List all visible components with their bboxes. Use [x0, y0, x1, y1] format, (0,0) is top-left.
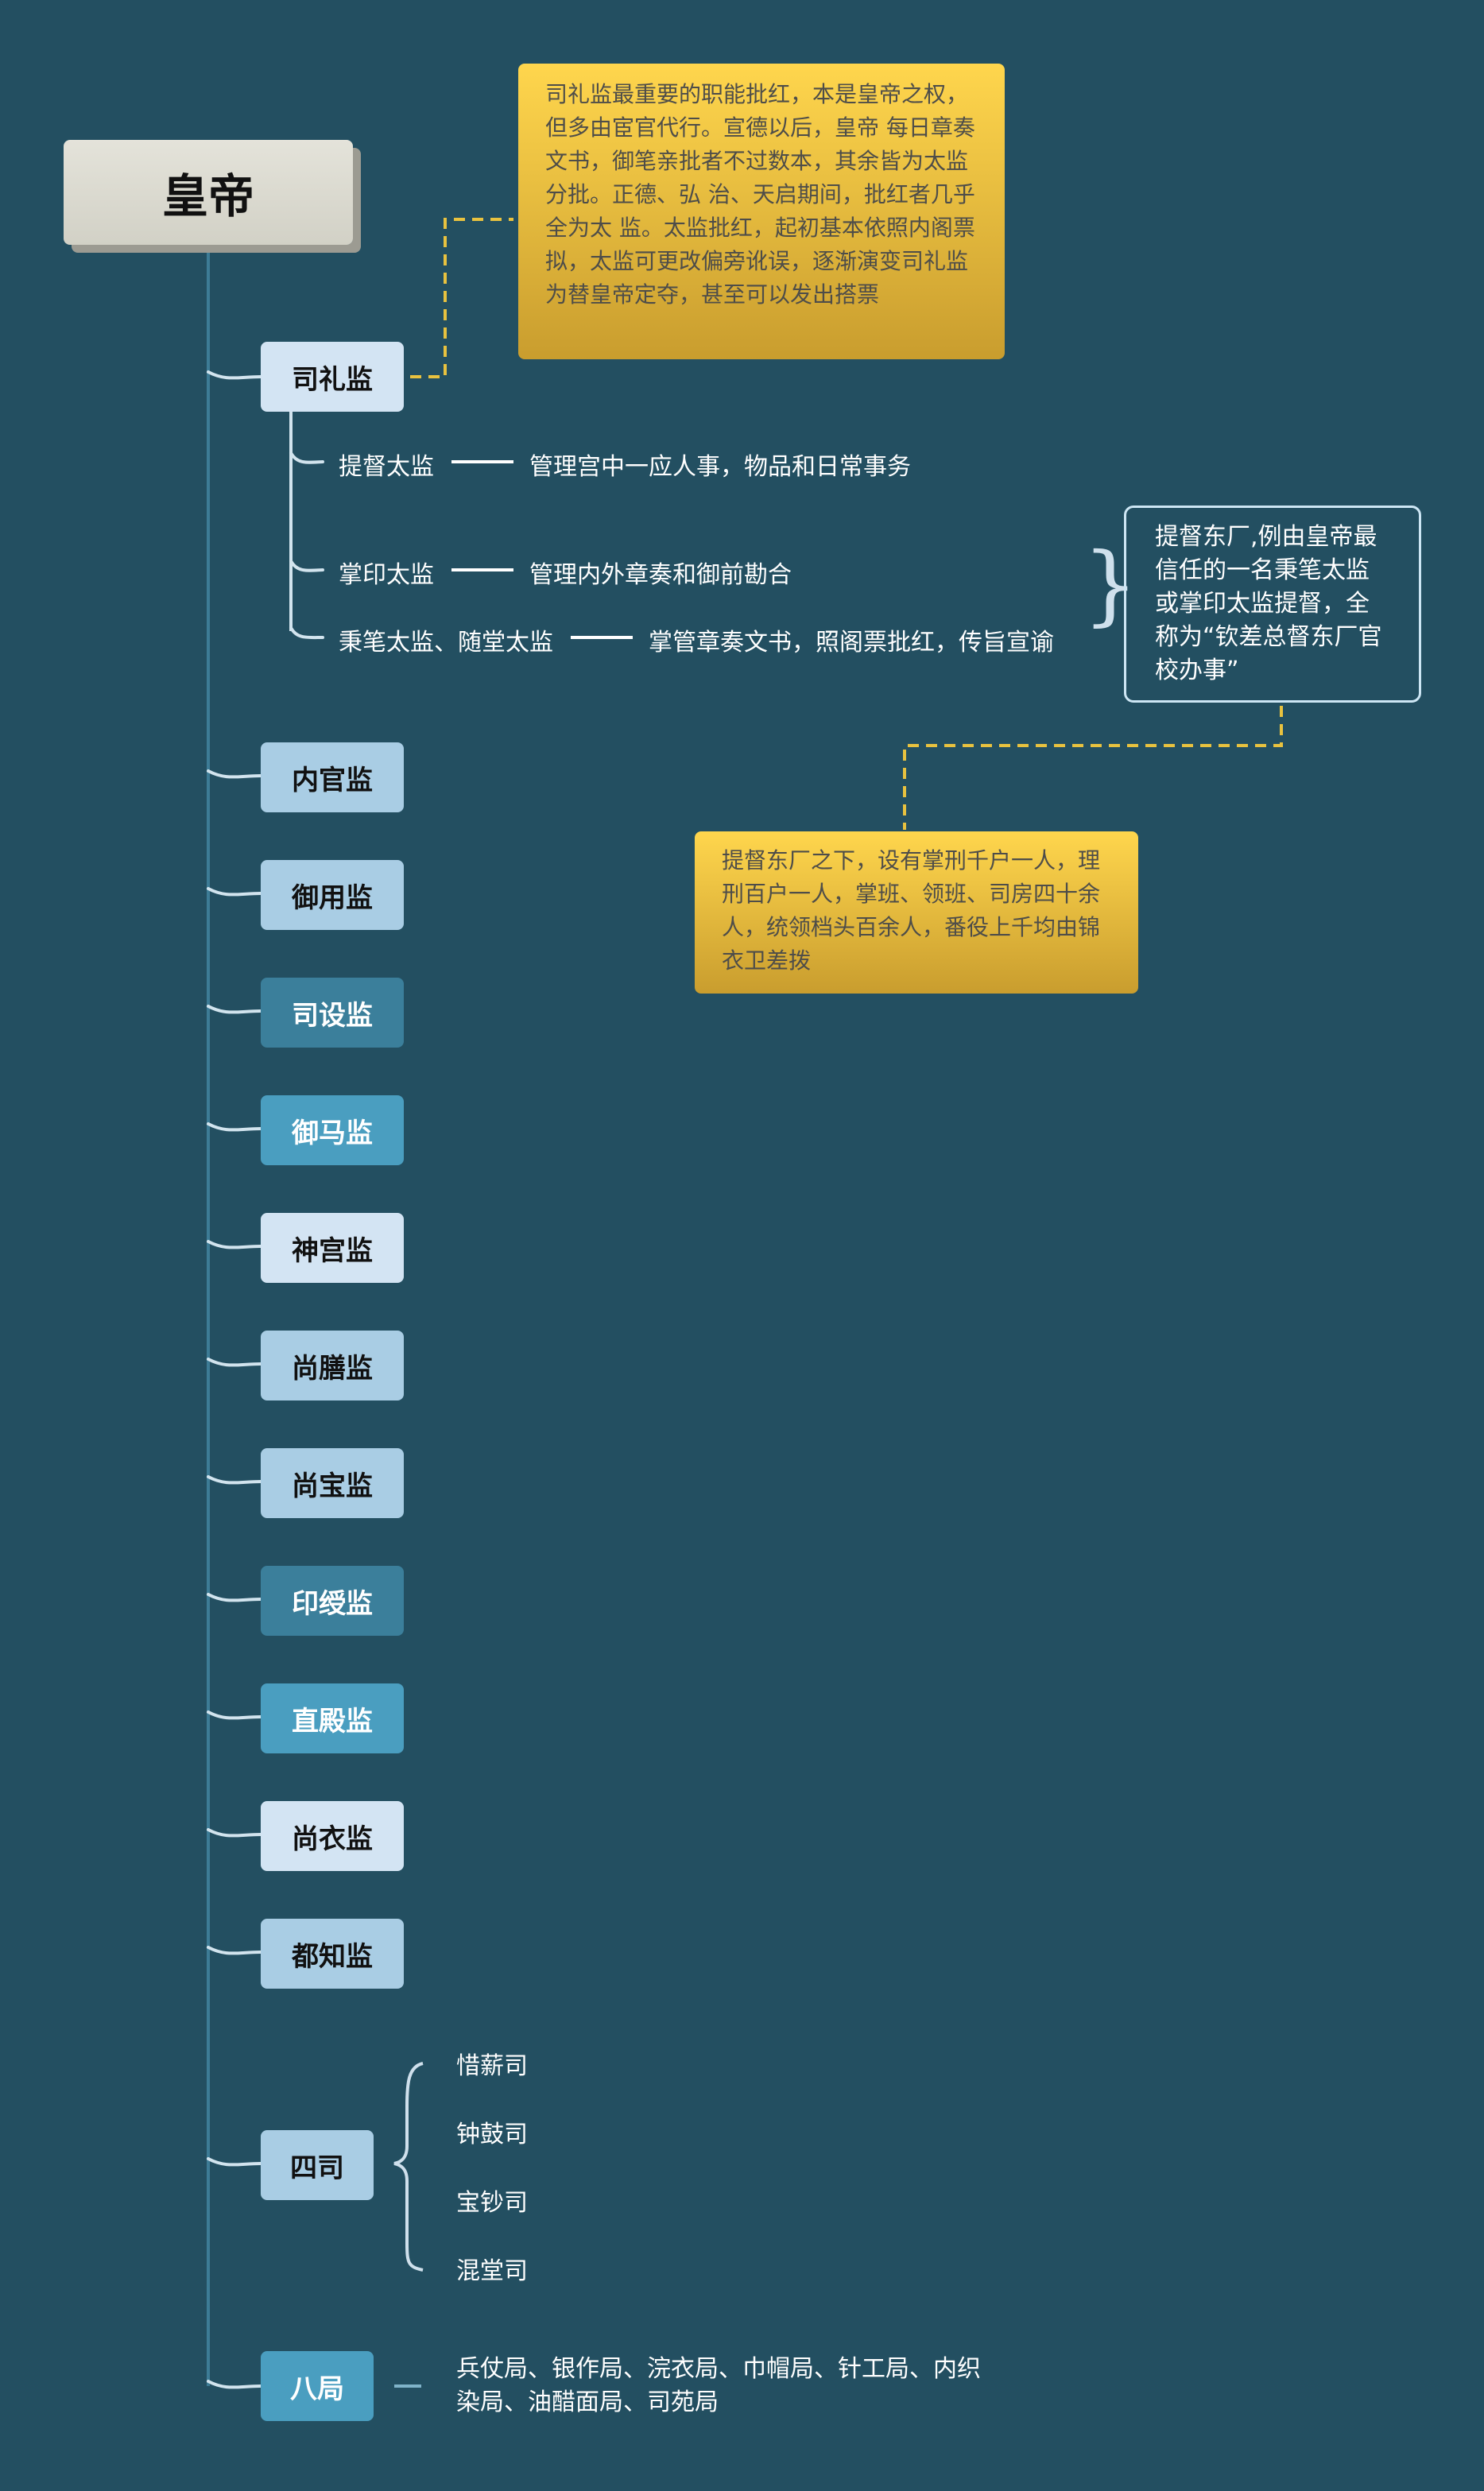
- node-silijian: 司礼监: [261, 342, 404, 412]
- dongchang-note: 提督东厂之下，设有掌刑千户一人，理刑百户一人，掌班、领班、司房四十余人，统领档头…: [695, 831, 1138, 994]
- node-sisi: 四司: [261, 2130, 374, 2200]
- sisi-item-baochao: 宝钞司: [456, 2189, 528, 2217]
- node-sishejian: 司设监: [261, 978, 404, 1048]
- role-bingbi-title: 秉笔太监、随堂太监: [339, 629, 553, 657]
- role-tidu-duty: 管理宫中一应人事，物品和日常事务: [529, 453, 911, 481]
- node-yuyongjian: 御用监: [261, 860, 404, 930]
- sisi-item-huntang: 混堂司: [456, 2257, 528, 2285]
- silijian-note: 司礼监最重要的职能批红，本是皇帝之权，但多由宦官代行。宣德以后，皇帝 每日章奏文…: [518, 64, 1005, 359]
- node-yumajian: 御马监: [261, 1095, 404, 1165]
- role-tidu-title: 提督太监: [339, 453, 434, 481]
- node-shengongjian: 神宫监: [261, 1213, 404, 1283]
- node-neiguanjian: 内官监: [261, 742, 404, 812]
- node-yinshoujian: 印绶监: [261, 1566, 404, 1636]
- sisi-item-xixin: 惜薪司: [456, 2052, 528, 2080]
- node-zhidianjian: 直殿监: [261, 1683, 404, 1753]
- sisi-item-zhonggu: 钟鼓司: [456, 2121, 528, 2148]
- dongchang-callout: 提督东厂,例由皇帝最信任的一名秉笔太监或掌印太监提督，全称为“钦差总督东厂官校办…: [1124, 506, 1421, 703]
- root-node-emperor: 皇帝: [64, 140, 353, 245]
- role-zhangyin-title: 掌印太监: [339, 561, 434, 589]
- baju-list: 兵仗局、银作局、浣衣局、巾帽局、针工局、内织染局、油醋面局、司苑局: [456, 2355, 981, 2416]
- callout-brace: }: [1083, 533, 1138, 635]
- node-shangbaojian: 尚宝监: [261, 1448, 404, 1518]
- node-shangshanjian: 尚膳监: [261, 1331, 404, 1400]
- node-baju: 八局: [261, 2351, 374, 2421]
- role-bingbi-duty: 掌管章奏文书，照阁票批红，传旨宣谕: [649, 629, 1054, 657]
- node-duzhijian: 都知监: [261, 1919, 404, 1989]
- node-shangyijian: 尚衣监: [261, 1801, 404, 1871]
- role-zhangyin-duty: 管理内外章奏和御前勘合: [529, 561, 792, 589]
